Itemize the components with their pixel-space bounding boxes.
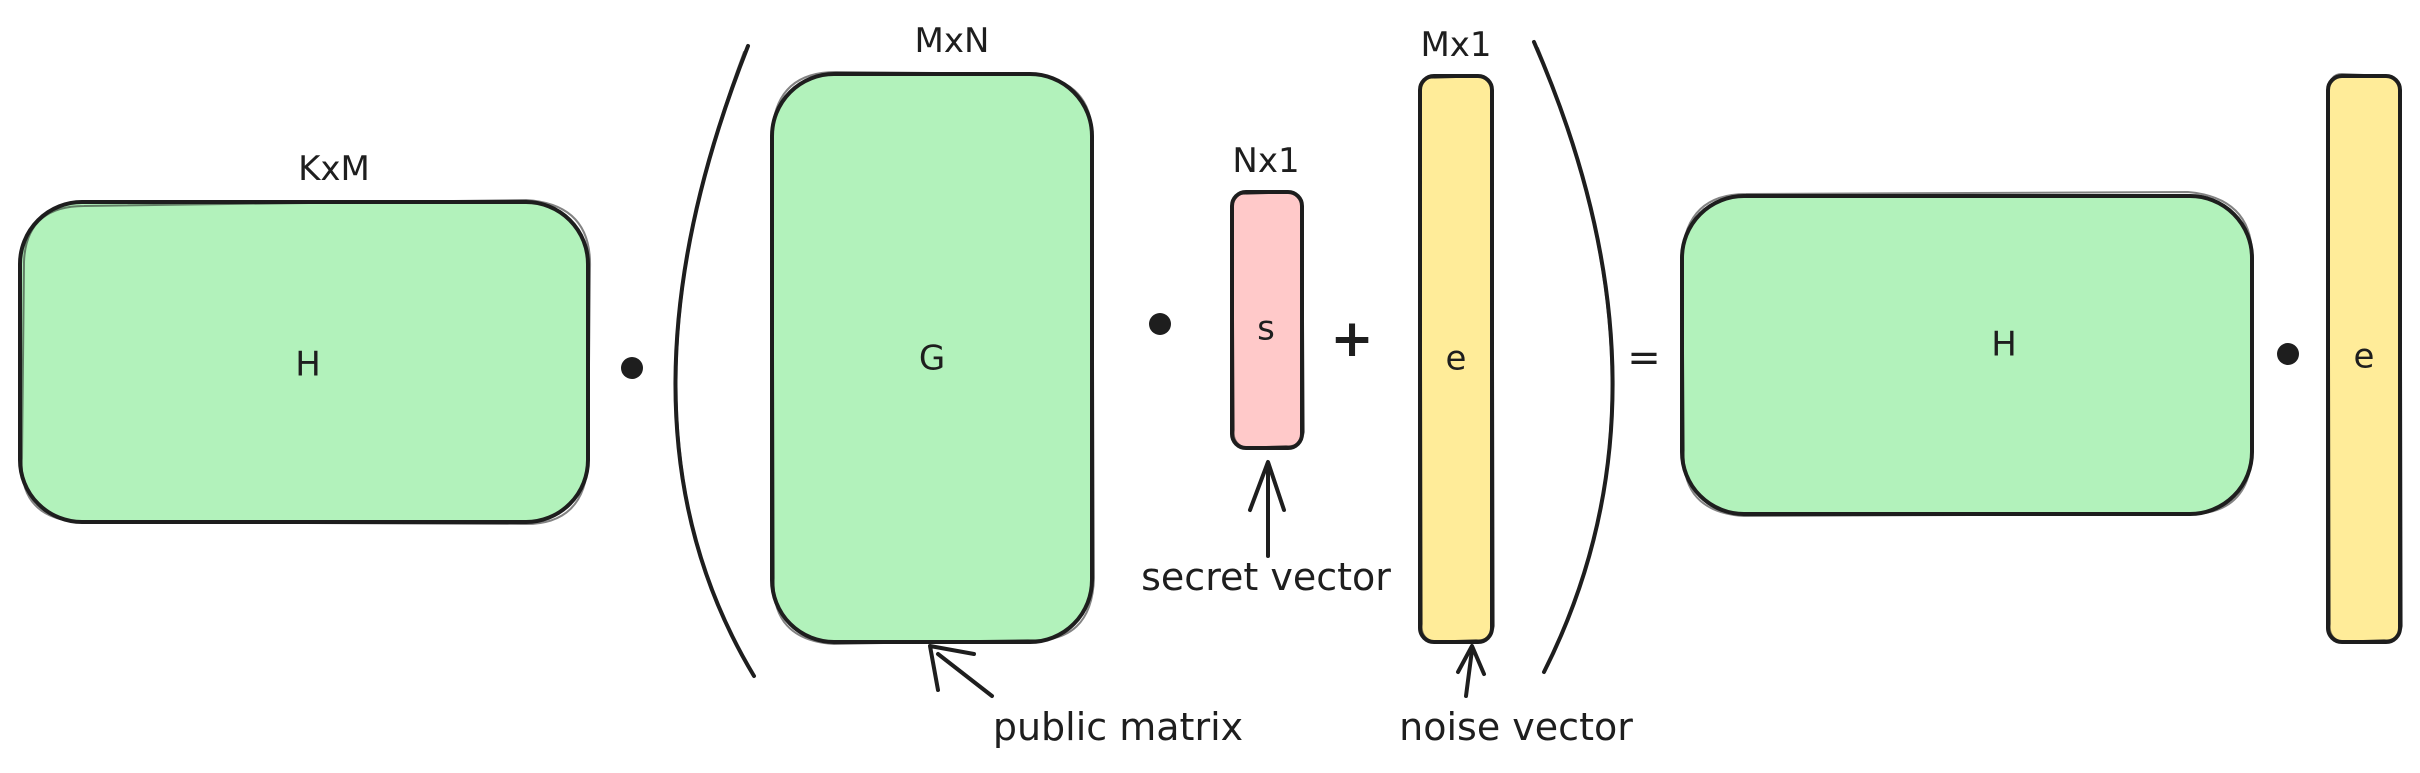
noise-vector-arrowhead bbox=[1456, 644, 1486, 676]
public-matrix-arrow bbox=[936, 652, 994, 698]
dim-label-kxm: KxM bbox=[298, 149, 370, 189]
right-parenthesis-sketch bbox=[1537, 47, 1613, 667]
vector-s-sketch bbox=[1230, 190, 1306, 450]
matrix-h-left-label: H bbox=[295, 345, 321, 385]
vector-e-left-sketch bbox=[1418, 74, 1496, 644]
public-matrix-arrowhead bbox=[928, 644, 976, 692]
right-parenthesis bbox=[1532, 40, 1615, 674]
equals-operator: = bbox=[1627, 335, 1661, 381]
vector-e-right-label: e bbox=[2354, 337, 2375, 377]
dim-label-mxn: MxN bbox=[915, 21, 990, 61]
noise-vector-annotation: noise vector bbox=[1399, 705, 1633, 749]
matrix-g-label: G bbox=[919, 339, 945, 379]
public-matrix-annotation: public matrix bbox=[993, 705, 1243, 749]
matrix-h-left-sketch bbox=[20, 198, 592, 526]
dim-label-mx1: Mx1 bbox=[1420, 25, 1491, 65]
dim-label-nx1: Nx1 bbox=[1232, 141, 1299, 181]
plus-operator: + bbox=[1330, 309, 1374, 369]
dot-operator-3 bbox=[2277, 343, 2299, 365]
matrix-g-sketch bbox=[770, 71, 1096, 646]
matrix-h-right-sketch bbox=[1680, 190, 2254, 518]
secret-vector-annotation: secret vector bbox=[1141, 555, 1391, 599]
vector-e-right-sketch bbox=[2326, 73, 2404, 644]
noise-vector-arrow bbox=[1464, 648, 1474, 698]
left-parenthesis-sketch bbox=[675, 51, 751, 671]
vector-s-label: s bbox=[1257, 309, 1275, 349]
secret-vector-arrowhead bbox=[1248, 460, 1286, 512]
dot-operator-2 bbox=[1149, 313, 1171, 335]
matrix-h-left bbox=[18, 200, 590, 524]
vector-e-left-label: e bbox=[1446, 339, 1467, 379]
matrix-h-right-label: H bbox=[1991, 325, 2017, 365]
matrix-h-right bbox=[1680, 194, 2254, 516]
dot-operator-1 bbox=[621, 357, 643, 379]
